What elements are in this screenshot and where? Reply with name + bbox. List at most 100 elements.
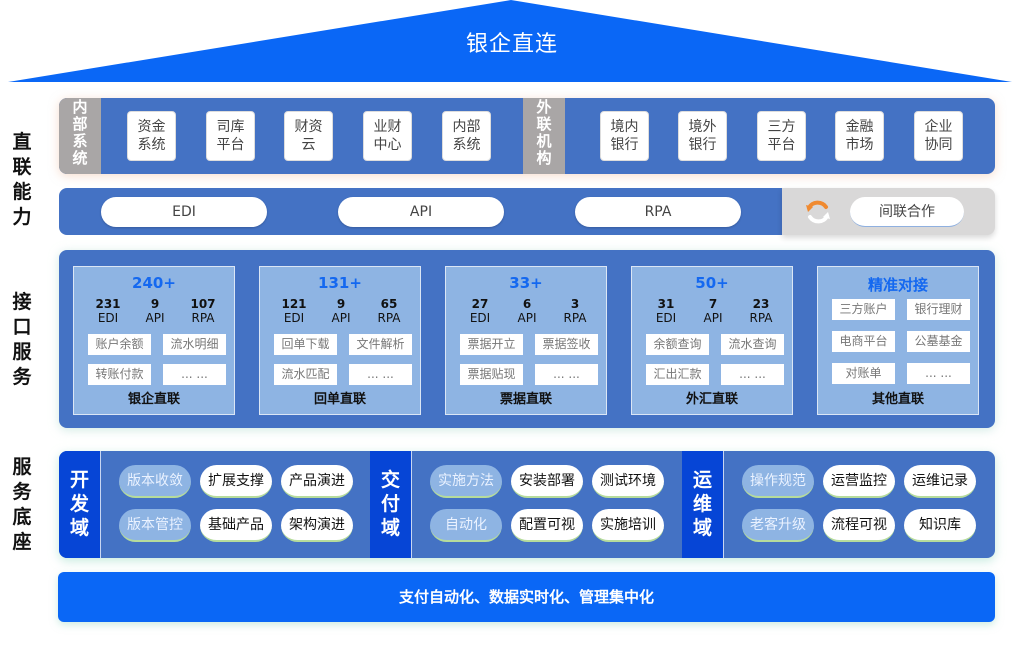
system-card-label: 财资云 [294, 119, 323, 153]
systems-bar: 内部系统 资金系统 司库平台 财资云 业财中心 内部系统 外联机构 境内银行 境… [59, 98, 995, 174]
stat-label: API [703, 311, 723, 325]
service-pill: 版本管控 [119, 509, 191, 542]
stat-label: API [331, 311, 351, 325]
system-card: 业财中心 [363, 111, 412, 161]
system-card-label: 资金系统 [137, 119, 166, 153]
institution-card: 金融市场 [835, 111, 884, 161]
service-pill: 扩展支撑 [200, 465, 272, 498]
service-pill: 基础产品 [200, 509, 272, 542]
interface-chip: 回单下载 [274, 334, 337, 355]
domain-label-text: 交付域 [380, 469, 400, 539]
interface-chip: ... ... [163, 364, 226, 385]
stat-label: API [517, 311, 537, 325]
stat-label: RPA [563, 311, 587, 325]
system-card: 内部系统 [442, 111, 491, 161]
roof-banner [4, 0, 1012, 82]
service-pill: 配置可视 [511, 509, 583, 542]
stat-count: 6 [522, 297, 532, 311]
interface-chip: 流水查询 [721, 334, 784, 355]
row-label-text: 直联能力 [12, 131, 32, 228]
interface-chip: 余额查询 [646, 334, 709, 355]
row-label-direct-capability: 直联能力 [6, 130, 38, 230]
institution-card-label: 境内银行 [610, 119, 639, 153]
stat-count: 31 [657, 297, 675, 311]
institution-card: 境内银行 [600, 111, 649, 161]
service-pill: 实施培训 [592, 509, 664, 542]
row-label-text: 服务底座 [12, 456, 32, 553]
stat-label: RPA [749, 311, 773, 325]
interface-chip: ... ... [535, 364, 598, 385]
institution-card: 境外银行 [678, 111, 727, 161]
stat-label: EDI [283, 311, 305, 325]
system-card: 司库平台 [206, 111, 255, 161]
stat-label: RPA [191, 311, 215, 325]
stat-count: 3 [570, 297, 580, 311]
service-pill: 实施方法 [430, 465, 502, 498]
interface-chip: 对账单 [832, 363, 895, 384]
service-pill: 自动化 [430, 509, 502, 542]
interface-total: 33+ [509, 274, 543, 292]
interface-chip: 三方账户 [832, 299, 895, 320]
interface-card-title: 票据直联 [499, 392, 552, 407]
interface-total: 131+ [318, 274, 362, 292]
interface-chip: 转账付款 [88, 364, 151, 385]
stat-label: EDI [97, 311, 119, 325]
service-base-bar: 开发域版本收敛扩展支撑产品演进版本管控基础产品架构演进交付域实施方法安装部署测试… [59, 451, 995, 558]
institution-card-label: 金融市场 [845, 119, 874, 153]
sync-icon [806, 200, 830, 224]
service-pill: 操作规范 [742, 465, 814, 498]
domain-label-text: 开发域 [69, 469, 89, 539]
interface-chip: 银行理财 [907, 299, 970, 320]
interface-card-title: 银企直联 [127, 392, 180, 407]
domain-label: 开发域 [59, 451, 101, 558]
service-pill: 运营监控 [823, 465, 895, 498]
interface-chip: 票据开立 [460, 334, 523, 355]
row-label-text: 接口服务 [12, 291, 32, 388]
domain-label-text: 运维域 [692, 469, 712, 539]
institution-card: 三方平台 [757, 111, 806, 161]
interface-total: 精准对接 [867, 276, 928, 294]
interface-chip: 账户余额 [88, 334, 151, 355]
system-card: 资金系统 [127, 111, 176, 161]
stat-count: 9 [150, 297, 160, 311]
service-pill: 安装部署 [511, 465, 583, 498]
stat-count: 65 [380, 297, 398, 311]
system-card: 财资云 [284, 111, 333, 161]
system-card-label: 司库平台 [216, 119, 245, 153]
stat-label: API [145, 311, 165, 325]
interface-chip: 票据贴现 [460, 364, 523, 385]
row-label-service-base: 服务底座 [6, 455, 38, 555]
stat-count: 9 [336, 297, 346, 311]
stat-count: 231 [95, 297, 121, 311]
institution-card: 企业协同 [914, 111, 963, 161]
service-pill: 架构演进 [281, 509, 353, 542]
interface-chip: ... ... [907, 363, 970, 384]
service-pill: 产品演进 [281, 465, 353, 498]
interface-total: 240+ [132, 274, 176, 292]
channels-bar: EDI API RPA [59, 188, 785, 235]
interface-chip: 汇出汇款 [646, 364, 709, 385]
interface-chip: 电商平台 [832, 331, 895, 352]
service-pill: 老客升级 [742, 509, 814, 542]
service-pill: 版本收敛 [119, 465, 191, 498]
interface-chip: 文件解析 [349, 334, 412, 355]
system-card-label: 业财中心 [373, 119, 402, 153]
indirect-cooperation-box: 间联合作 [782, 188, 995, 235]
interface-chip: 流水匹配 [274, 364, 337, 385]
domain-label: 运维域 [682, 451, 724, 558]
interface-chip: 流水明细 [163, 334, 226, 355]
stat-count: 121 [281, 297, 307, 311]
stat-count: 7 [708, 297, 718, 311]
